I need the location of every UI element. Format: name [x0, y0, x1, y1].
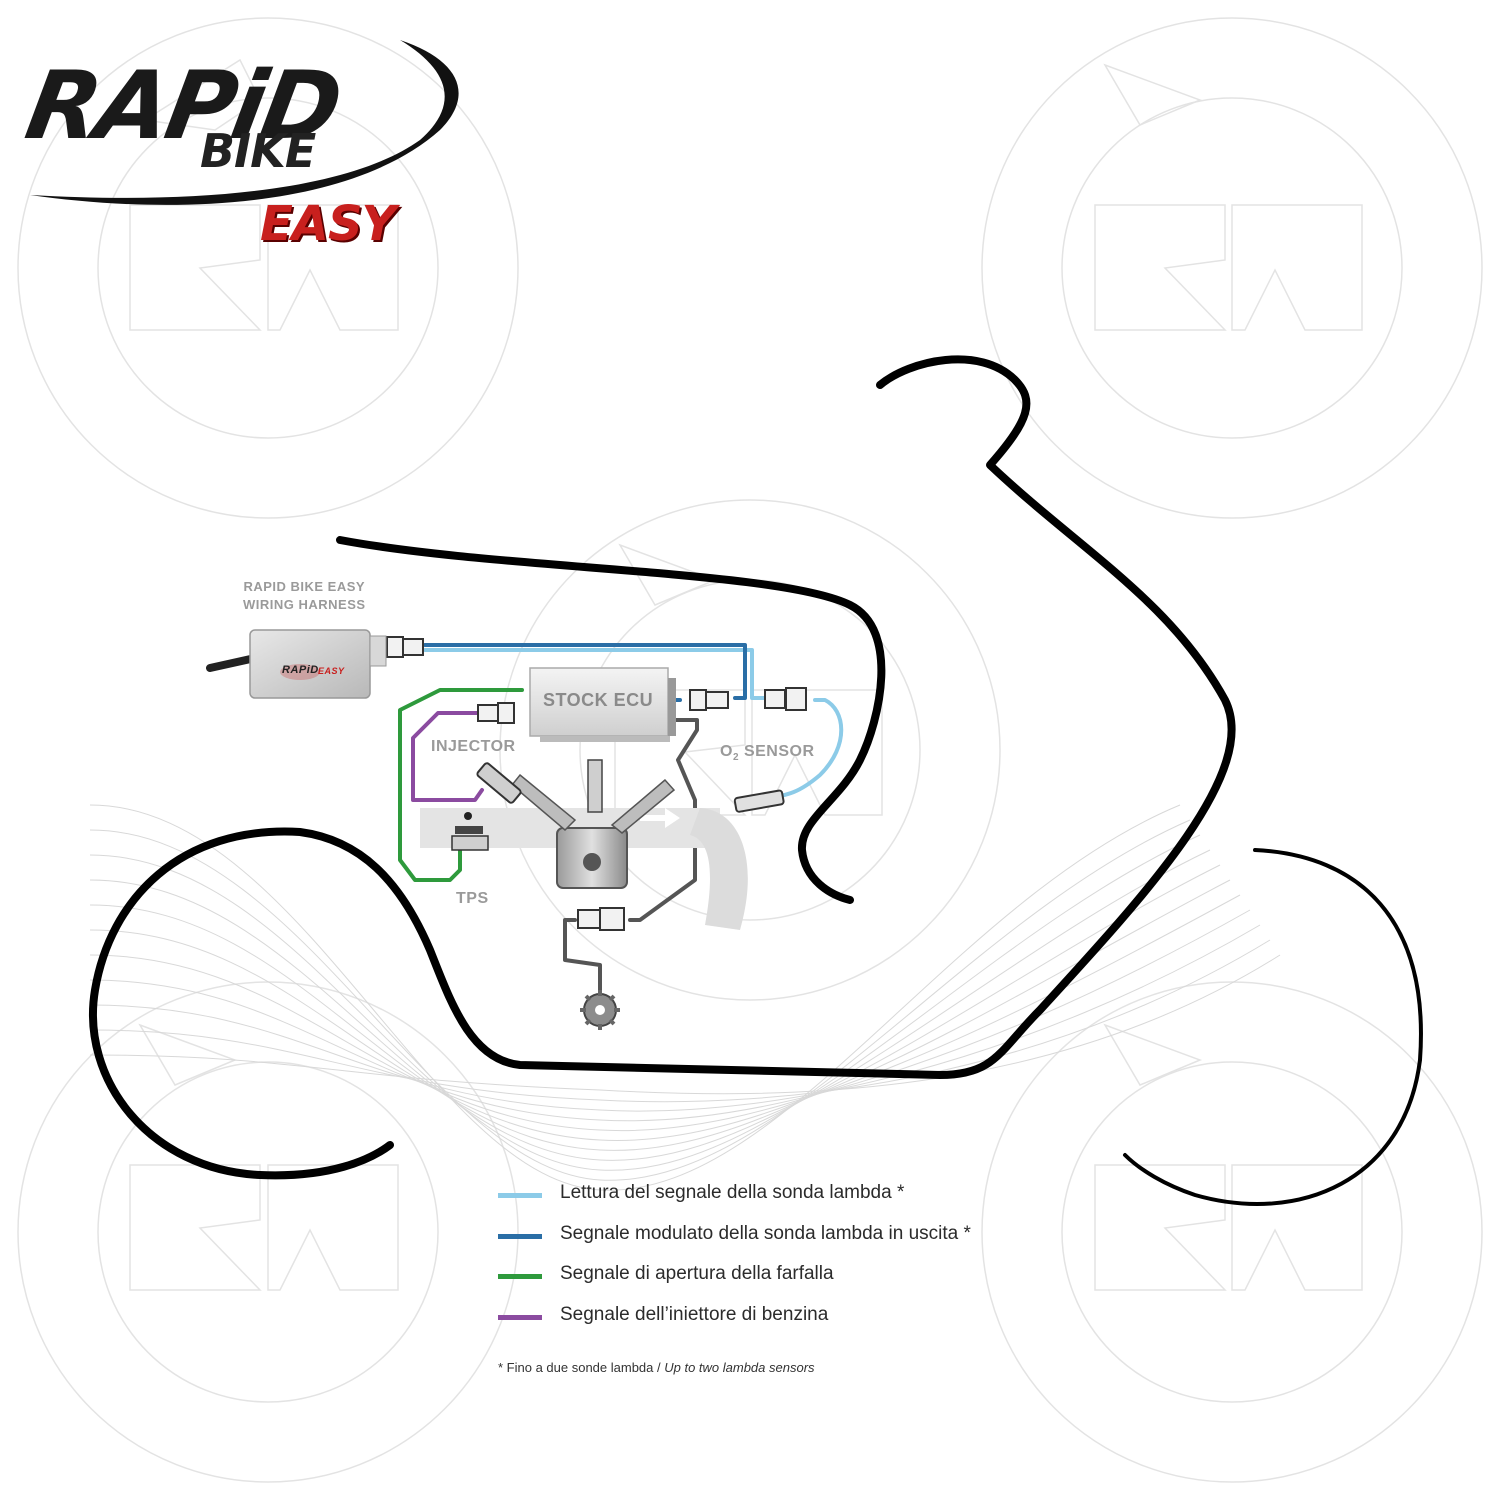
legend-text: Segnale modulato della sonda lambda in u… [560, 1222, 971, 1244]
stock-ecu-box [529, 667, 676, 742]
harness-label: RAPID BIKE EASY WIRING HARNESS [243, 578, 366, 614]
tps-label: TPS [456, 890, 489, 907]
exhaust-arc [690, 808, 748, 930]
legend-swatch-throttle [498, 1274, 542, 1279]
watermark-top-right [981, 17, 1483, 519]
wire-throttle [398, 688, 524, 882]
exhaust-valve [610, 778, 676, 834]
o2-prefix: O [720, 743, 733, 760]
connector-crank [577, 907, 625, 931]
watermark-top-left [17, 17, 519, 519]
wire-injector [411, 711, 484, 802]
watermark-bottom-left [17, 981, 519, 1483]
piston-pin [583, 853, 601, 871]
throttle-sensor-icon [451, 812, 489, 851]
lambda-sensor-icon [733, 789, 785, 813]
logo-bike: BIKE [200, 124, 316, 178]
rapid-bike-module [206, 629, 387, 699]
harness-label-line1: RAPID BIKE EASY [243, 579, 366, 594]
o2-subscript: 2 [732, 752, 740, 764]
watermark-bottom-right [981, 981, 1483, 1483]
legend-text: Segnale di apertura della farfalla [560, 1263, 834, 1284]
crank-gear-icon [580, 990, 620, 1030]
connector-ecu-output [689, 689, 729, 711]
wire-lambda-read [423, 648, 844, 802]
legend-swatch-lambda-read [498, 1193, 542, 1198]
legend-swatch-injector [498, 1314, 542, 1320]
o2-sensor-label: O2 SENSOR [720, 743, 815, 763]
engine-illustration [420, 759, 785, 1030]
intake-valve [510, 773, 577, 832]
module-model-text: EASY [318, 666, 345, 676]
motorcycle-outline [89, 355, 1423, 1206]
connector-harness [386, 636, 424, 658]
footnote: * Fino a due sonde lambda / Up to two la… [498, 1360, 815, 1375]
stock-ecu-label: STOCK ECU [543, 690, 654, 710]
harness-label-line2: WIRING HARNESS [243, 597, 366, 612]
legend-text: Segnale dell’iniettore di benzina [560, 1303, 829, 1325]
spark-plug [587, 759, 603, 813]
footnote-italian: * Fino a due sonde lambda / [498, 1360, 665, 1375]
module-brand-text: RAPiD [282, 664, 319, 676]
connector-injector [477, 702, 515, 724]
flow-arrow [640, 808, 680, 828]
o2-suffix: SENSOR [739, 743, 815, 760]
injector-label: INJECTOR [431, 738, 516, 755]
logo: RAPiD BIKE EASY [18, 20, 470, 260]
connectors [386, 636, 807, 931]
connector-lambda [764, 687, 807, 711]
fuel-tank-line [336, 536, 886, 904]
wire-ecu-ground [563, 718, 699, 997]
rear-wheel-arc [1123, 848, 1423, 1206]
wave-lines [89, 804, 1281, 1191]
footnote-english: Up to two lambda sensors [664, 1360, 815, 1375]
seat-and-frame [89, 355, 1236, 1180]
legend-swatch-lambda-out [498, 1233, 542, 1239]
module-cable [206, 654, 259, 672]
logo-easy: EASY [260, 196, 396, 252]
injector-icon [476, 762, 522, 804]
legend-text: Lettura del segnale della sonda lambda * [560, 1182, 905, 1203]
